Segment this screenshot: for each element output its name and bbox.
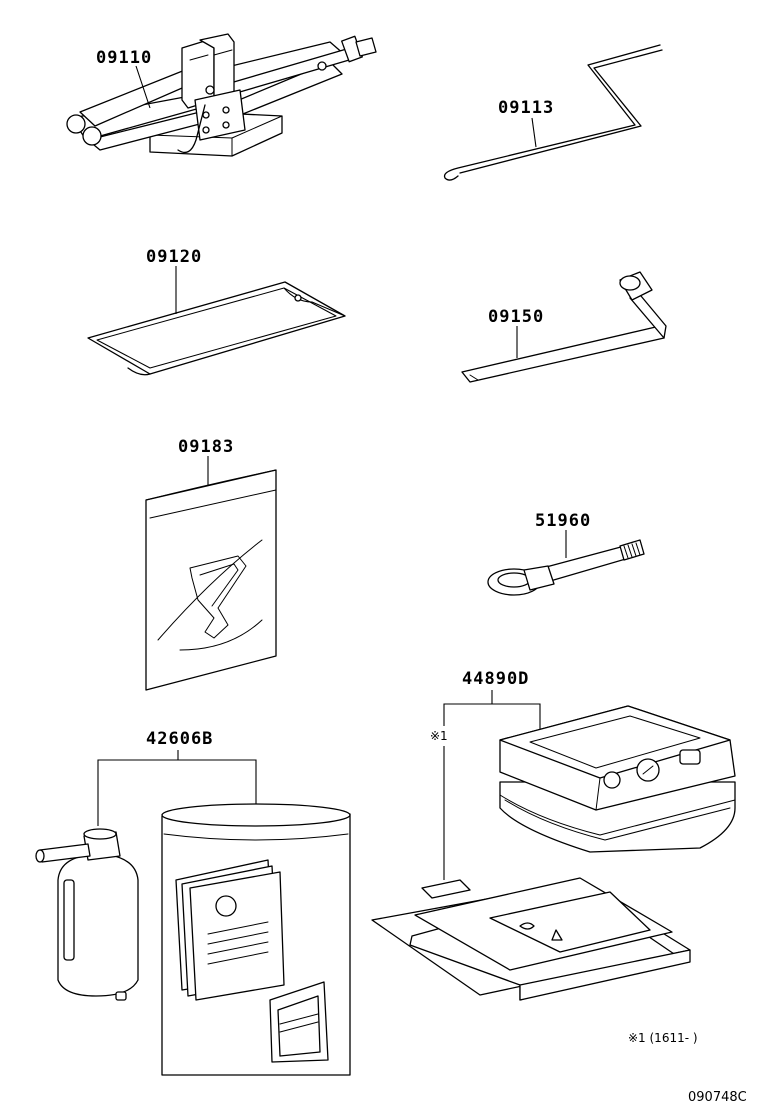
part-42606B-kit-bag[interactable]	[161, 803, 351, 1076]
part-09150-wheel-wrench[interactable]	[461, 271, 667, 383]
diagram-code: 090748C	[688, 1090, 747, 1105]
bracket-44890D	[443, 690, 541, 730]
leader-09110	[135, 65, 151, 109]
leader-09113	[531, 117, 537, 148]
label-44890D[interactable]: 44890D	[462, 669, 529, 689]
part-09120-tool-bag[interactable]	[87, 281, 346, 376]
note-mark-1: ※1	[430, 729, 448, 743]
part-09110-jack[interactable]	[66, 33, 377, 157]
label-42606B[interactable]: 42606B	[146, 729, 213, 749]
label-09183[interactable]: 09183	[178, 437, 234, 457]
bracket-42606B	[97, 750, 257, 826]
part-51960-towing-eye[interactable]	[487, 539, 645, 596]
part-09113-jack-handle[interactable]	[443, 44, 663, 181]
part-09183-pouch[interactable]	[145, 469, 277, 691]
part-44890D-compressor[interactable]	[499, 705, 736, 853]
label-09110[interactable]: 09110	[96, 48, 152, 68]
label-51960[interactable]: 51960	[535, 511, 591, 531]
label-09120[interactable]: 09120	[146, 247, 202, 267]
footnote: ※1 (1611- )	[628, 1031, 698, 1045]
part-42606B-sealant-bottle[interactable]	[35, 828, 139, 1001]
part-44890D-manual-sheets[interactable]	[371, 877, 691, 1001]
label-09113[interactable]: 09113	[498, 98, 554, 118]
label-09150[interactable]: 09150	[488, 307, 544, 327]
